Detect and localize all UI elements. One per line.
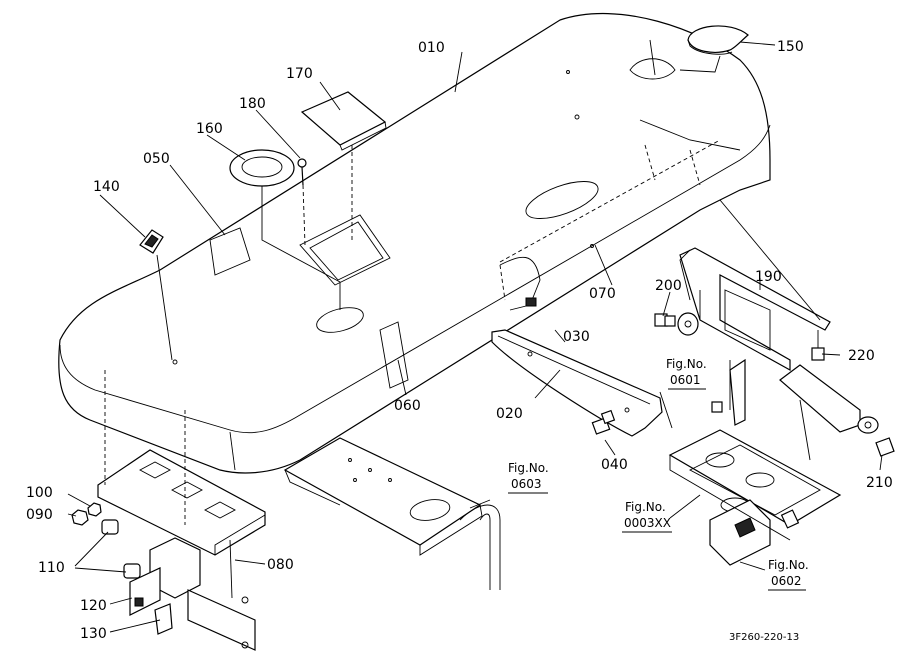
label-160: 160 — [196, 121, 223, 137]
label-070: 070 — [589, 286, 616, 302]
leader-lines — [67, 41, 883, 633]
bracket-frame — [679, 199, 831, 372]
label-010: 010 — [418, 40, 445, 56]
ref-0603-line2: 0603 — [511, 477, 542, 491]
handle — [139, 229, 173, 361]
label-050: 050 — [143, 151, 170, 167]
side-strip — [491, 329, 663, 437]
label-120: 120 — [80, 598, 107, 614]
label-170: 170 — [286, 66, 313, 82]
label-090: 090 — [26, 507, 53, 523]
ref-0602-line2: 0602 — [771, 574, 802, 588]
ref-0603-line1: Fig.No. — [508, 461, 549, 475]
label-060: 060 — [394, 398, 421, 414]
label-190: 190 — [755, 269, 782, 285]
ref-0003-line1: Fig.No. — [625, 500, 666, 514]
figure-refs: Fig.No. 0601 Fig.No. 0603 Fig.No. 0003XX… — [508, 357, 809, 591]
ref-0601-line1: Fig.No. — [666, 357, 707, 371]
label-130: 130 — [80, 626, 107, 642]
hood-cover — [58, 13, 771, 474]
diagram-code: 3F260-220-13 — [729, 632, 799, 643]
grommets — [71, 502, 141, 579]
mounting-plate — [97, 370, 266, 599]
label-200: 200 — [655, 278, 682, 294]
label-080: 080 — [267, 557, 294, 573]
label-100: 100 — [26, 485, 53, 501]
label-150: 150 — [777, 39, 804, 55]
label-110: 110 — [38, 560, 65, 576]
nut-220 — [811, 330, 825, 361]
ref-0601-line2: 0601 — [670, 373, 701, 387]
part-labels: 010 150 170 180 160 050 140 070 060 030 … — [26, 39, 893, 642]
seat-pad — [679, 25, 749, 73]
label-220: 220 — [848, 348, 875, 364]
label-180: 180 — [239, 96, 266, 112]
ring-cover — [229, 149, 341, 310]
pedal-lever — [729, 358, 895, 461]
ref-0003-line2: 0003XX — [624, 516, 671, 530]
bolt-200 — [654, 312, 699, 336]
relay-bracket — [129, 537, 256, 651]
label-030: 030 — [563, 329, 590, 345]
label-040: 040 — [601, 457, 628, 473]
pin — [297, 158, 307, 246]
label-020: 020 — [496, 406, 523, 422]
label-210: 210 — [866, 475, 893, 491]
valve-assembly — [668, 360, 842, 566]
bolt-040 — [591, 409, 616, 435]
lid-plate — [300, 91, 387, 240]
frame-0603 — [283, 437, 501, 590]
label-140: 140 — [93, 179, 120, 195]
ref-0602-line1: Fig.No. — [768, 558, 809, 572]
